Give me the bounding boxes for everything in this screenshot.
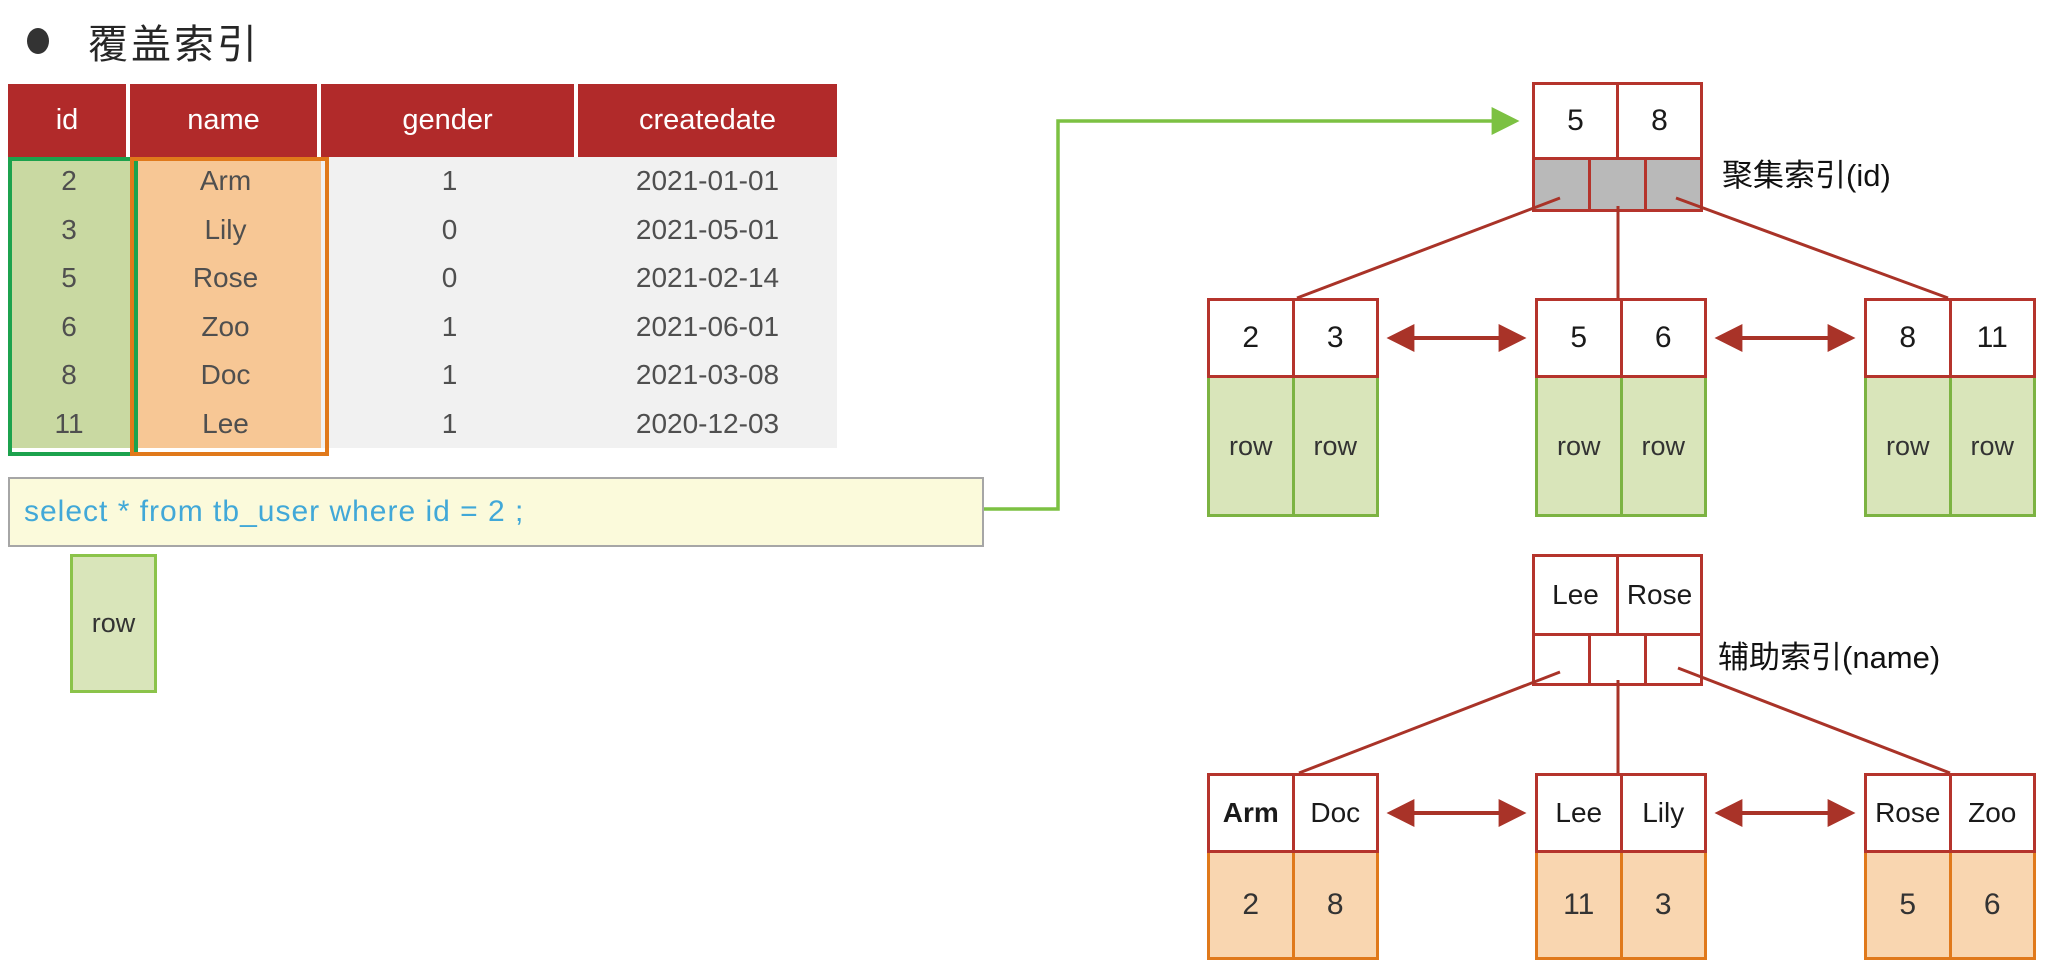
cell-id: 5 bbox=[8, 254, 130, 303]
row-cell: row bbox=[1619, 378, 1704, 514]
pointer-cell bbox=[1588, 160, 1644, 209]
cell-createdate: 2021-01-01 bbox=[578, 157, 837, 206]
id-value-cell: 3 bbox=[1619, 853, 1704, 957]
root-to-leaf-line bbox=[1296, 196, 1561, 300]
cell-id: 8 bbox=[8, 351, 130, 400]
cell-gender: 1 bbox=[321, 157, 578, 206]
cell-id: 3 bbox=[8, 205, 130, 254]
row-cell: row bbox=[1291, 378, 1376, 514]
table-row: 2 Arm 1 2021-01-01 bbox=[8, 157, 837, 206]
cell-gender: 1 bbox=[321, 351, 578, 400]
id-value-cell: 5 bbox=[1867, 853, 1949, 957]
clustered-leaf-keys: 5 6 bbox=[1535, 298, 1707, 378]
cell-id: 2 bbox=[8, 157, 130, 206]
row-cell: row bbox=[1948, 378, 2033, 514]
secondary-index-label: 辅助索引(name) bbox=[1718, 640, 1941, 675]
leaf-key: 5 bbox=[1538, 301, 1620, 375]
row-cell: row bbox=[1867, 378, 1949, 514]
leaf-key: 8 bbox=[1867, 301, 1949, 375]
secondary-leaf-keys: Lee Lily bbox=[1535, 773, 1707, 853]
cell-createdate: 2021-05-01 bbox=[578, 205, 837, 254]
clustered-leaf-rows: row row bbox=[1864, 378, 2036, 517]
secondary-leaf-values: 2 8 bbox=[1207, 853, 1379, 960]
leaf-key: Lee bbox=[1538, 776, 1620, 850]
column-header-id: id bbox=[8, 84, 130, 157]
id-value-cell: 2 bbox=[1210, 853, 1292, 957]
secondary-root-key: Rose bbox=[1616, 557, 1700, 633]
root-to-leaf-line bbox=[1677, 666, 1951, 775]
leaf-key: 2 bbox=[1210, 301, 1292, 375]
root-to-leaf-line bbox=[1298, 670, 1561, 775]
column-header-gender: gender bbox=[321, 84, 578, 157]
table-row: 5 Rose 0 2021-02-14 bbox=[8, 254, 837, 303]
table-header-row: id name gender createdate bbox=[8, 84, 837, 157]
leaf-key: Rose bbox=[1867, 776, 1949, 850]
clustered-root-key: 5 bbox=[1535, 85, 1616, 157]
cell-createdate: 2021-06-01 bbox=[578, 302, 837, 351]
leaf-key: Lily bbox=[1619, 776, 1704, 850]
pointer-cell bbox=[1644, 160, 1700, 209]
cell-id: 11 bbox=[8, 399, 130, 448]
table-row: 6 Zoo 1 2021-06-01 bbox=[8, 302, 837, 351]
leaf-key: 6 bbox=[1619, 301, 1704, 375]
cell-id: 6 bbox=[8, 302, 130, 351]
cell-gender: 1 bbox=[321, 399, 578, 448]
pointer-cell bbox=[1644, 636, 1700, 683]
pointer-cell bbox=[1535, 636, 1588, 683]
secondary-leaf-values: 11 3 bbox=[1535, 853, 1707, 960]
leaf-key: Doc bbox=[1291, 776, 1376, 850]
leaf-key: Arm bbox=[1210, 776, 1292, 850]
leaf-key: 3 bbox=[1291, 301, 1376, 375]
table-row: 3 Lily 0 2021-05-01 bbox=[8, 205, 837, 254]
clustered-root-keys: 5 8 bbox=[1532, 82, 1703, 160]
clustered-root-pointers bbox=[1532, 160, 1703, 212]
sql-query-box: select * from tb_user where id = 2 ; bbox=[8, 477, 984, 547]
id-value-cell: 6 bbox=[1948, 853, 2033, 957]
clustered-leaf-rows: row row bbox=[1535, 378, 1707, 517]
cell-gender: 0 bbox=[321, 254, 578, 303]
page-title: 覆盖索引 bbox=[88, 23, 260, 67]
cell-name: Doc bbox=[130, 351, 321, 400]
secondary-leaf-values: 5 6 bbox=[1864, 853, 2036, 960]
user-table: id name gender createdate 2 Arm 1 2021-0… bbox=[8, 84, 837, 456]
cell-name: Lily bbox=[130, 205, 321, 254]
id-value-cell: 11 bbox=[1538, 853, 1620, 957]
leaf-key: 11 bbox=[1948, 301, 2033, 375]
cell-name: Arm bbox=[130, 157, 321, 206]
cell-createdate: 2020-12-03 bbox=[578, 399, 837, 448]
title-bullet-icon bbox=[27, 28, 49, 54]
cell-gender: 0 bbox=[321, 205, 578, 254]
result-row-box: row bbox=[70, 554, 157, 693]
cell-name: Zoo bbox=[130, 302, 321, 351]
clustered-leaf-keys: 2 3 bbox=[1207, 298, 1379, 378]
secondary-root-keys: Lee Rose bbox=[1532, 554, 1703, 636]
clustered-index-label: 聚集索引(id) bbox=[1722, 158, 1891, 193]
column-header-createdate: createdate bbox=[578, 84, 837, 157]
secondary-root-pointers bbox=[1532, 636, 1703, 686]
table-row: 11 Lee 1 2020-12-03 bbox=[8, 399, 837, 448]
cell-name: Lee bbox=[130, 399, 321, 448]
row-cell: row bbox=[1210, 378, 1292, 514]
root-to-leaf-line bbox=[1675, 196, 1949, 300]
table-row: 8 Doc 1 2021-03-08 bbox=[8, 351, 837, 400]
clustered-leaf-keys: 8 11 bbox=[1864, 298, 2036, 378]
id-value-cell: 8 bbox=[1291, 853, 1376, 957]
sql-query-text: select * from tb_user where id = 2 ; bbox=[24, 495, 525, 528]
pointer-cell bbox=[1588, 636, 1644, 683]
secondary-leaf-keys: Arm Doc bbox=[1207, 773, 1379, 853]
cell-gender: 1 bbox=[321, 302, 578, 351]
cell-createdate: 2021-02-14 bbox=[578, 254, 837, 303]
clustered-leaf-rows: row row bbox=[1207, 378, 1379, 517]
secondary-root-key: Lee bbox=[1535, 557, 1616, 633]
cell-createdate: 2021-03-08 bbox=[578, 351, 837, 400]
leaf-key: Zoo bbox=[1948, 776, 2033, 850]
cell-name: Rose bbox=[130, 254, 321, 303]
secondary-leaf-keys: Rose Zoo bbox=[1864, 773, 2036, 853]
column-header-name: name bbox=[130, 84, 321, 157]
row-cell: row bbox=[1538, 378, 1620, 514]
pointer-cell bbox=[1535, 160, 1588, 209]
clustered-root-key: 8 bbox=[1616, 85, 1700, 157]
